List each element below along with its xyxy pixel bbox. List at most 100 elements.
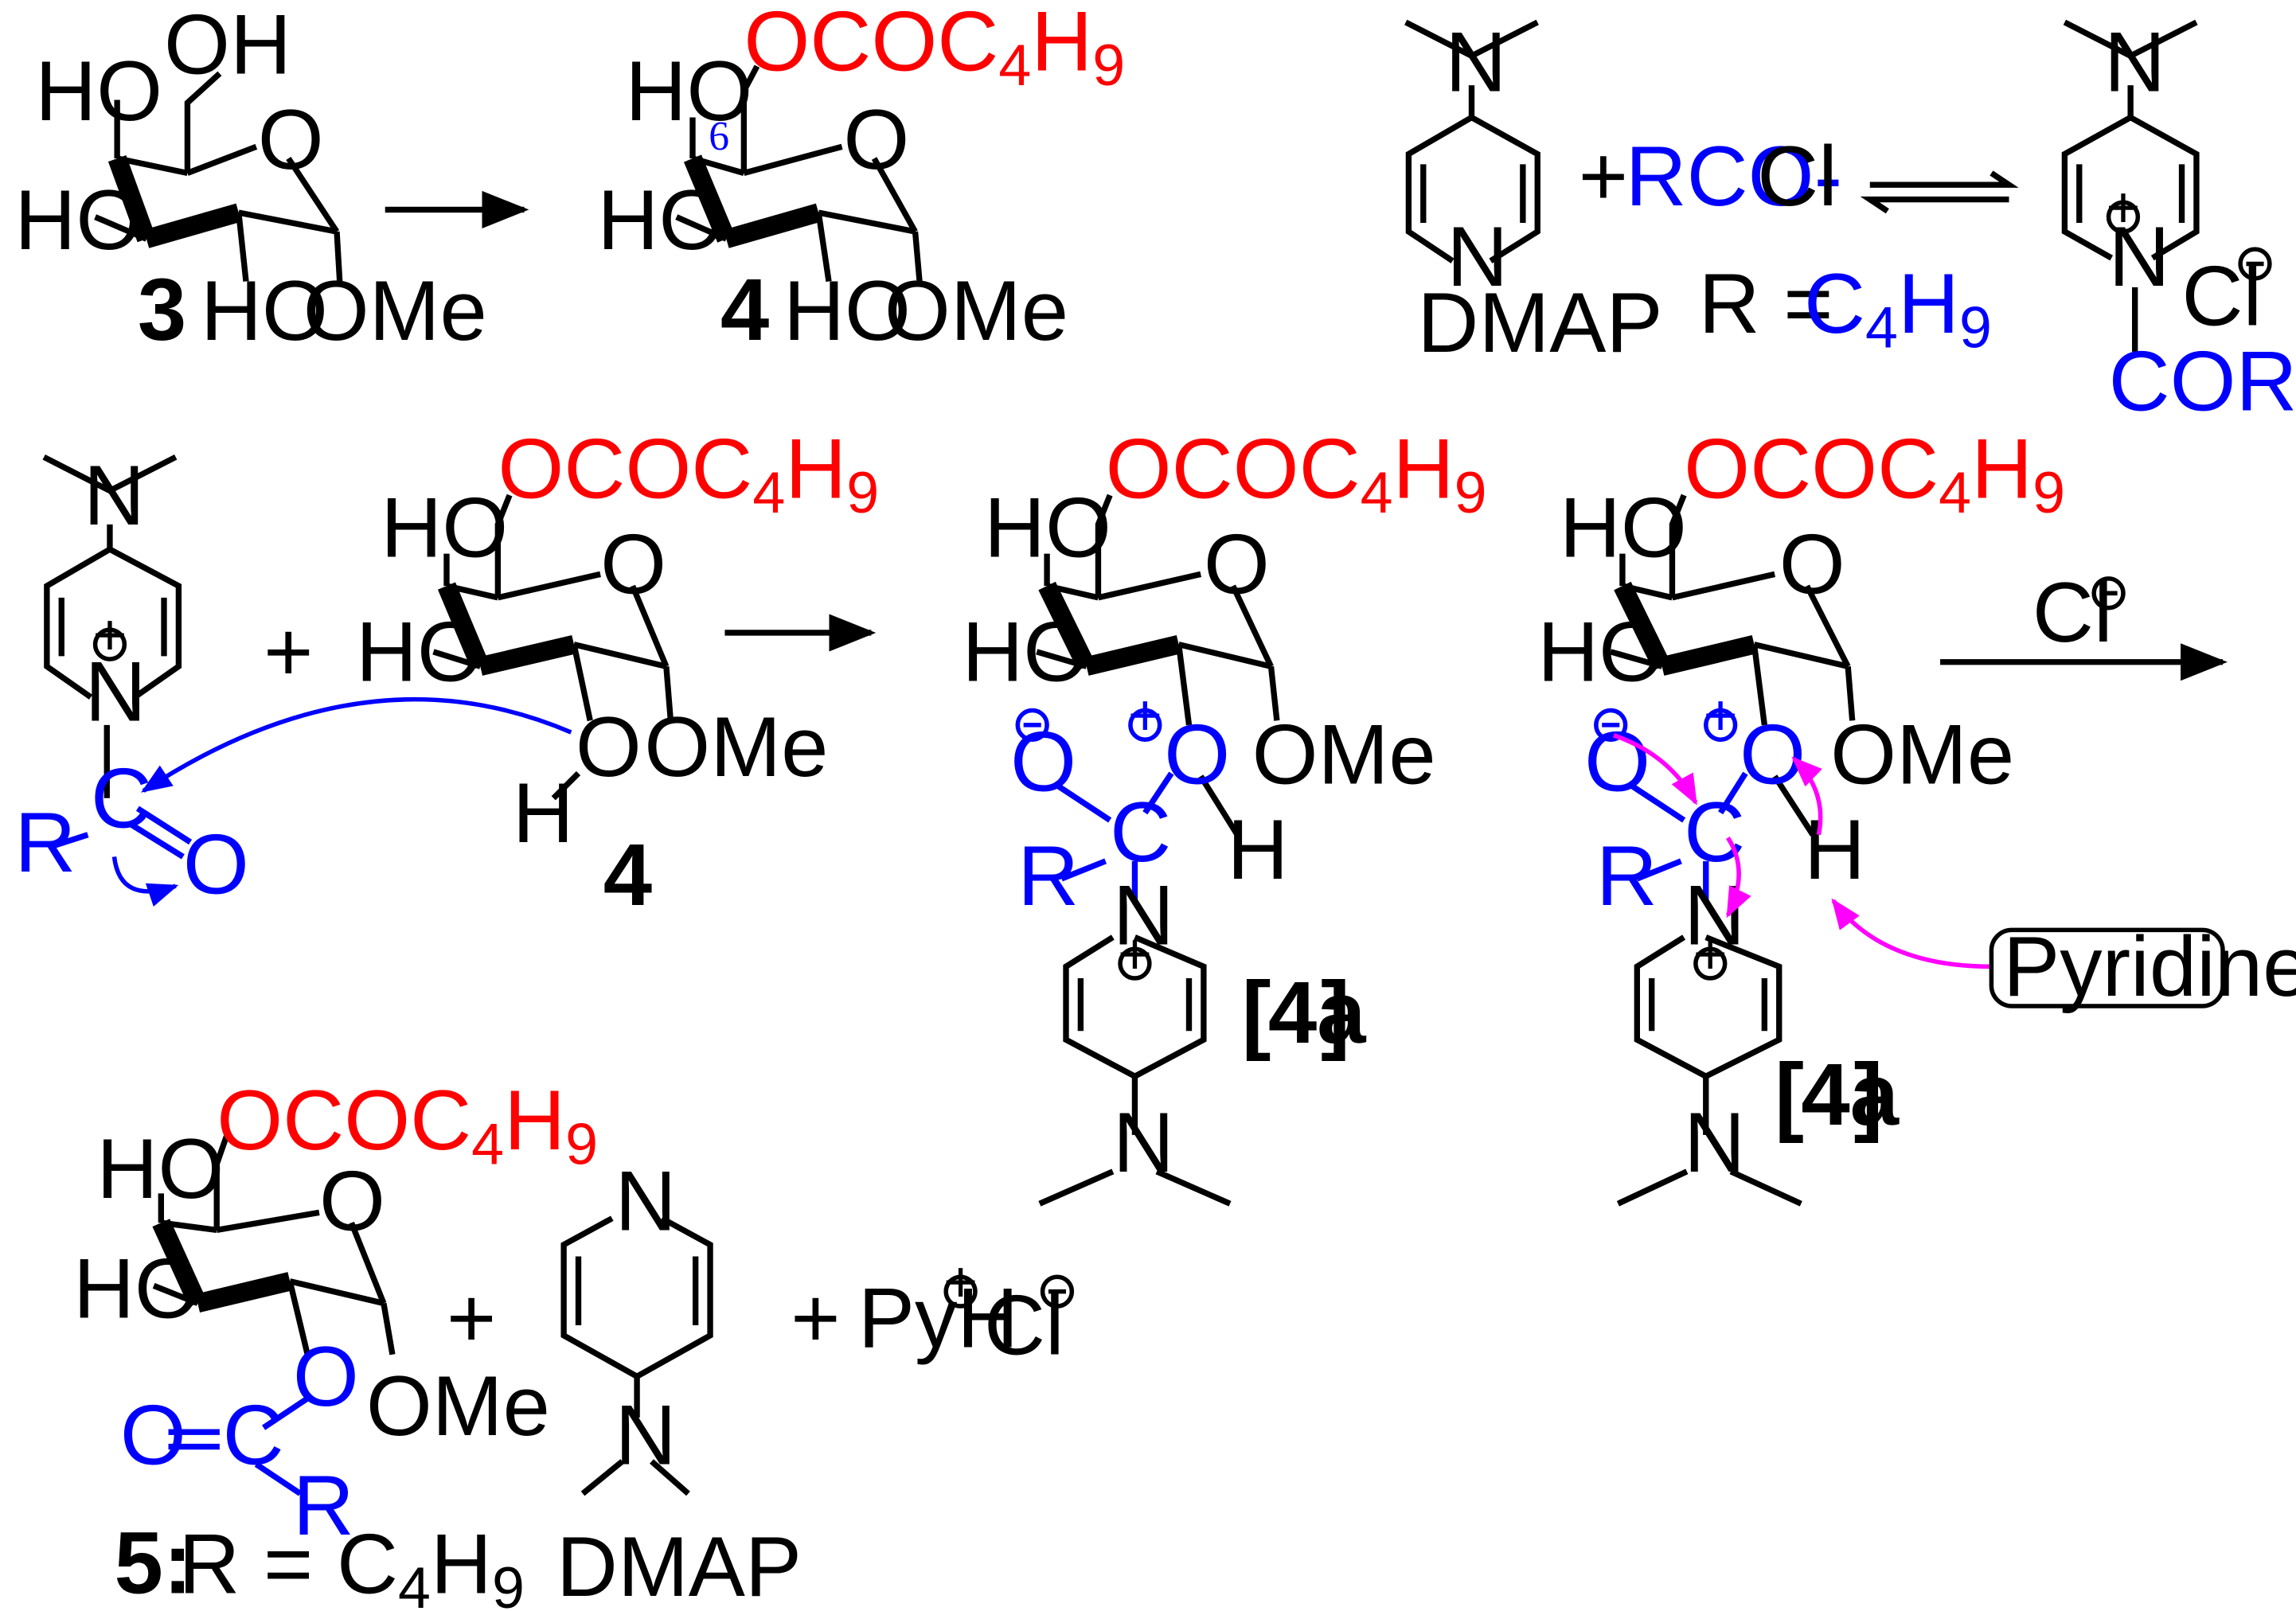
carbonyl-carbon: C [91,751,152,846]
pyridine-label: Pyridine [2003,919,2296,1014]
bracket-close: ] [1854,1046,1884,1144]
positive-charge [1693,946,1728,981]
ho-label: HO [73,1241,201,1336]
positive-charge [1128,708,1162,742]
ho-label: HO [597,172,724,267]
negative-charge [2238,247,2272,281]
positive-charge [943,1274,978,1309]
position-6-label: 6 [709,114,729,159]
plus-sign: + [791,1270,840,1366]
ester-group-label: OCOC4H9 [498,421,879,525]
dmap-product: N N DMAP [556,1153,802,1611]
charge-sign: + [92,602,127,668]
negative-charge [1040,1274,1075,1309]
charge-sign: + [2106,174,2140,240]
negative-charge [1594,708,1628,742]
nitrogen-label: N [2104,14,2165,109]
compound-number-3: 3 [138,261,186,359]
compound-3: OH HO O HO HO OMe 3 [14,0,486,359]
nitrogen-label: N [1445,14,1506,109]
chloride-label: Cl [1757,128,1837,224]
r-group-label: R [1017,828,1079,923]
ring-oxygen: O [1779,516,1845,611]
butyl-label: C4H9 [1804,255,1992,360]
ho-label: HO [1560,479,1687,575]
acyl-chloride-label: RCO- [1626,128,1843,224]
alkoxide-oxygen: O [1010,714,1076,809]
oh-label: OH [164,0,291,92]
positive-charge [2106,200,2141,234]
tetrahedral-carbon: C [1110,784,1171,880]
negative-charge [1015,708,1049,742]
ome-label: OMe [1830,706,2014,802]
positive-charge [92,627,127,661]
charge-sign: + [1118,921,1152,987]
nitrogen-label: N [1113,1094,1174,1190]
nitrogen-label: N [1684,1094,1745,1190]
oxonium-oxygen: O [1740,706,1806,802]
ester-group-label: OCOC4H9 [1684,421,2065,525]
hydroxyl-hydrogen: H [1227,802,1288,897]
ome-label: OMe [366,1358,550,1453]
cor-label: COR [2109,333,2296,428]
pyridinium-nitrogen: N [2109,209,2170,304]
ho-label: HO [356,604,483,700]
ho-label: HO [96,1121,224,1216]
hydroxyl-hydrogen: H [513,765,574,860]
dmap-label: DMAP [556,1519,802,1611]
ho-label: HO [783,263,911,358]
charge-sign: + [1128,682,1162,748]
intermediate-4a-middle: OCOC4H9 HO O HO O O + OMe C H R N + N [ … [962,421,1487,1207]
compound-number-5: 5: [114,1515,192,1611]
ho-label: HO [14,172,142,267]
ome-label: OMe [1252,706,1436,802]
bracket-open: [ [1242,964,1271,1062]
ring-oxygen: O [600,516,666,611]
negative-charge [2091,576,2126,610]
electron-push-arrow [111,856,179,907]
ring-oxygen: O [319,1153,385,1248]
ester-group-label: OCOC4H9 [744,0,1125,98]
pyridinium-label: PyH [858,1270,1019,1366]
bracket-open: [ [1775,1046,1804,1144]
charge-sign: + [1693,921,1728,987]
positive-charge [1118,946,1152,981]
electron-push-arrow [1791,756,1823,836]
nitrogen-label: N [615,1387,677,1483]
carbonyl-carbon: C [223,1387,284,1483]
dmap-label: DMAP [1417,275,1662,370]
ester-group-label: OCOC4H9 [217,1072,598,1176]
ester-oxygen: O [293,1328,359,1424]
acylpyridinium-left: N N + C R O [14,447,248,912]
acylpyridinium-salt: N N + Cl COR [2061,14,2296,428]
compound-number-4a: 4a [1268,964,1367,1062]
compound-4-nucleophile: OCOC4H9 HO O HO O OMe H 4 [356,421,879,924]
ome-label: OMe [644,699,828,794]
charge-sign: + [1704,682,1738,748]
ho-label: HO [201,263,328,358]
nitrogen-label: N [1447,209,1508,304]
pyridine-base: Pyridine [1989,919,2296,1014]
r-group-label: R [293,1457,354,1553]
compound-number-4: 4 [720,261,769,359]
positive-charge [1704,708,1738,742]
r-equals-label: R = C4H9 [178,1516,524,1611]
hydroxyl-oxygen: O [576,699,642,794]
bracket-close: ] [1321,964,1350,1062]
equilibrium-arrow [1860,170,2019,214]
r-equals-label: R = [1699,255,1833,351]
plus-sign: + [447,1270,496,1366]
charge-sign: + [943,1249,978,1315]
plus-sign: + [264,604,313,700]
carbonyl-oxygen: O [183,816,249,911]
compound-4: OCOC4H9 HO 6 O HO HO OMe 4 [597,0,1125,359]
compound-5: OCOC4H9 HO O HO O OMe O C R 5: R = C4H9 [73,1072,598,1611]
hydroxyl-hydrogen: H [1804,802,1865,897]
ho-label: HO [984,479,1111,575]
nitrogen-label: N [84,447,145,543]
ho-label: HO [381,479,508,575]
compound-number-4a: 4a [1801,1046,1900,1144]
compound-number-4: 4 [603,826,652,924]
plus-sign: + [1579,128,1628,224]
